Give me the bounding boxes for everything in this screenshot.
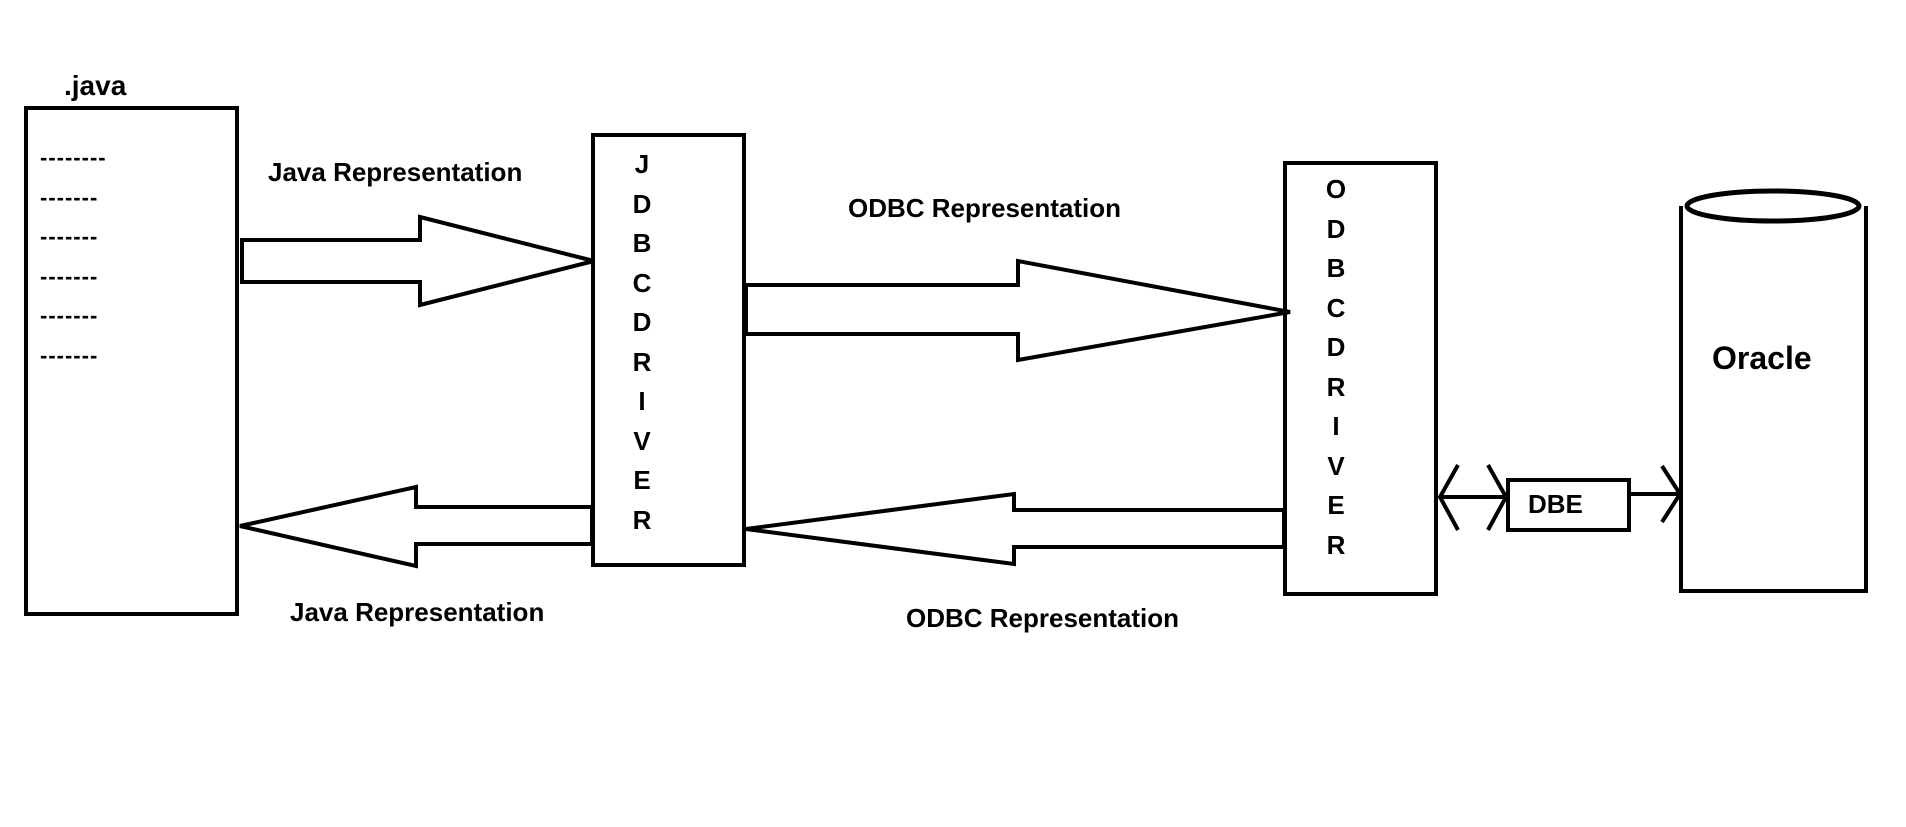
jdbc-driver-letter: R	[632, 346, 652, 377]
code-line: -------	[40, 303, 99, 328]
arrow-dbe-to-oracle	[1631, 464, 1683, 524]
code-line: -------	[40, 264, 99, 289]
code-line: -------	[40, 185, 99, 210]
odbc-driver-letter: C	[1326, 292, 1346, 323]
jdbc-driver-letter: C	[632, 267, 652, 298]
odbc-driver-letter: R	[1326, 529, 1346, 560]
odbc-driver-letter: I	[1332, 411, 1340, 441]
odbc-driver-letter: E	[1327, 490, 1345, 520]
dbe-label: DBE	[1528, 489, 1583, 519]
odbc-driver-letter: V	[1327, 450, 1345, 481]
arrow-odbc-to-jdbc	[745, 491, 1286, 567]
code-line: --------	[40, 145, 107, 170]
odbc-driver-box	[1283, 161, 1438, 596]
arrow-jdbc-to-java	[239, 484, 594, 569]
jdbc-driver-label: J D B C D R I V E R	[622, 145, 662, 540]
arrow-java-to-jdbc	[240, 214, 595, 308]
java-representation-bottom-label: Java Representation	[290, 597, 545, 627]
arrow-jdbc-to-odbc	[744, 258, 1291, 363]
java-file-box	[24, 106, 239, 616]
jdbc-driver-letter: B	[632, 228, 652, 258]
jdbc-driver-box	[591, 133, 746, 567]
jdbc-driver-letter: D	[632, 307, 652, 337]
odbc-driver-label: O D B C D R I V E R	[1316, 170, 1356, 565]
dbe-box	[1506, 478, 1631, 532]
code-line: -------	[40, 224, 99, 249]
odbc-driver-letter: D	[1326, 213, 1346, 244]
jdbc-driver-letter: J	[634, 149, 650, 179]
jdbc-driver-letter: D	[632, 188, 652, 219]
odbc-representation-bottom-label: ODBC Representation	[906, 603, 1180, 633]
jdbc-driver-letter: E	[633, 465, 651, 495]
oracle-label: Oracle	[1712, 340, 1812, 376]
oracle-database-cylinder	[1679, 188, 1868, 593]
java-representation-top-label: Java Representation	[268, 157, 523, 187]
code-line: -------	[40, 343, 99, 368]
odbc-driver-letter: O	[1325, 174, 1347, 204]
arrow-odbc-dbe	[1437, 464, 1509, 531]
odbc-driver-letter: R	[1326, 371, 1346, 402]
jdbc-driver-letter: R	[632, 504, 652, 535]
jdbc-driver-letter: I	[638, 386, 646, 416]
jdbc-driver-letter: V	[633, 425, 651, 456]
odbc-driver-letter: D	[1326, 332, 1346, 362]
odbc-representation-top-label: ODBC Representation	[848, 193, 1122, 223]
java-file-label: .java	[64, 70, 127, 101]
odbc-driver-letter: B	[1326, 253, 1346, 283]
